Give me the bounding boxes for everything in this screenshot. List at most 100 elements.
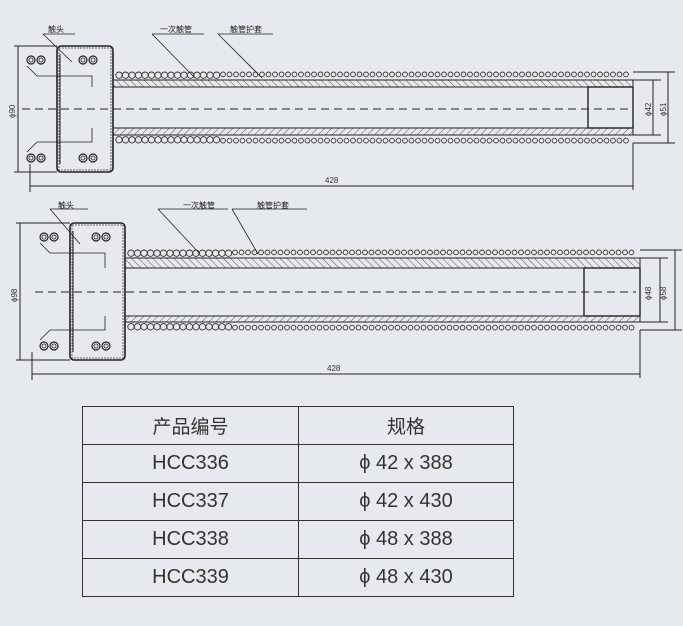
sheath-corrugation bbox=[134, 136, 143, 144]
sheath-corrugation bbox=[198, 249, 207, 257]
sheath-corrugation bbox=[298, 137, 304, 144]
sheath-corrugation bbox=[388, 249, 394, 256]
sheath-corrugation bbox=[226, 71, 233, 78]
tube-wall-top bbox=[112, 79, 634, 88]
sheath-corrugation bbox=[193, 136, 201, 144]
sheath-corrugation bbox=[233, 137, 239, 144]
sheath-corrugation bbox=[602, 249, 609, 256]
sheath-corrugation bbox=[420, 249, 427, 256]
contact-ring bbox=[80, 57, 86, 63]
spec-table: 产品编号 规格 HCC336 ϕ 42 x 388 HCC337 ϕ 42 x … bbox=[82, 406, 514, 597]
sheath-corrugation bbox=[343, 71, 350, 78]
sheath-corrugation bbox=[408, 71, 415, 78]
sheath-corrugation bbox=[590, 71, 597, 78]
sheath-corrugation bbox=[551, 71, 558, 78]
sheath-corrugation bbox=[473, 137, 480, 144]
sheath-corrugation bbox=[180, 136, 188, 144]
sheath-corrugation bbox=[563, 249, 570, 256]
sheath-corrugation bbox=[154, 71, 162, 79]
contact-ring bbox=[91, 341, 101, 351]
sheath-corrugation bbox=[205, 249, 213, 257]
sheath-corrugation bbox=[310, 324, 316, 331]
sheath-corrugation bbox=[316, 249, 323, 256]
sheath-corrugation bbox=[233, 71, 239, 78]
contact-ring bbox=[36, 55, 46, 65]
leader-line bbox=[49, 208, 81, 245]
sheath-corrugation bbox=[597, 137, 603, 144]
sheath-corrugation bbox=[304, 71, 311, 78]
sheath-corrugation bbox=[531, 324, 537, 331]
sheath-corrugation bbox=[440, 324, 446, 331]
sheath-corrugation bbox=[609, 249, 615, 256]
sheath-corrugation bbox=[466, 324, 472, 331]
sheath-corrugation bbox=[577, 137, 584, 144]
contact-ring bbox=[93, 343, 99, 349]
sheath-corrugation bbox=[394, 249, 401, 256]
sheath-corrugation bbox=[433, 249, 440, 256]
sheath-corrugation bbox=[551, 137, 558, 144]
contact-ring bbox=[91, 232, 101, 242]
sheath-corrugation bbox=[317, 137, 324, 144]
sheath-corrugation bbox=[141, 71, 149, 79]
sheath-corrugation bbox=[382, 71, 389, 78]
sheath-corrugation bbox=[389, 71, 395, 78]
sheath-corrugation bbox=[395, 71, 402, 78]
sheath-corrugation bbox=[172, 323, 181, 331]
sheath-corrugation bbox=[363, 71, 369, 78]
contact-ring bbox=[41, 343, 47, 349]
dim-inner-diameter: ϕ48 bbox=[644, 286, 653, 300]
housing-wall bbox=[71, 224, 124, 359]
sheath-corrugation bbox=[524, 324, 531, 331]
sheath-corrugation bbox=[401, 324, 407, 331]
sheath-corrugation bbox=[349, 249, 355, 256]
sheath-corrugation bbox=[388, 324, 394, 331]
sheath-corrugation bbox=[395, 137, 402, 144]
sheath-corrugation bbox=[310, 249, 316, 256]
contact-ring bbox=[26, 153, 36, 163]
sheath-corrugation bbox=[537, 324, 544, 331]
drawing-bottom: 触头 一次触管 触管护套 ϕ98 ϕ48 ϕ58 428 bbox=[10, 200, 682, 380]
sheath-corrugation bbox=[251, 324, 258, 331]
label-tube-sheath: 触管护套 bbox=[257, 200, 289, 210]
sheath-corrugation bbox=[121, 71, 130, 79]
sheath-corrugation bbox=[211, 323, 220, 331]
sheath-corrugation bbox=[127, 249, 135, 257]
sheath-corrugation bbox=[610, 71, 616, 78]
sheath-corrugation bbox=[382, 137, 389, 144]
sheath-corrugation bbox=[246, 137, 252, 144]
sheath-corrugation bbox=[264, 249, 271, 256]
sheath-corrugation bbox=[133, 249, 142, 257]
sheath-corrugation bbox=[615, 249, 622, 256]
contact-housing bbox=[69, 222, 126, 361]
leader-line bbox=[151, 33, 196, 79]
sheath-corrugation bbox=[511, 249, 518, 256]
sheath-corrugation bbox=[316, 324, 323, 331]
sheath-corrugation bbox=[239, 137, 246, 144]
tube-insert bbox=[587, 86, 634, 129]
contact-ring bbox=[49, 232, 59, 242]
table-row: HCC336 ϕ 42 x 388 bbox=[82, 444, 514, 483]
sheath-corrugation bbox=[550, 324, 557, 331]
sheath-corrugation bbox=[369, 137, 376, 144]
sheath-corrugation bbox=[297, 324, 303, 331]
leader-line bbox=[157, 208, 201, 255]
sheath-corrugation bbox=[415, 71, 421, 78]
sheath-corrugation bbox=[467, 137, 473, 144]
sheath-corrugation bbox=[603, 137, 610, 144]
sheath-corrugation bbox=[311, 71, 317, 78]
contact-ring bbox=[78, 153, 88, 163]
sheath-corrugation bbox=[596, 324, 602, 331]
sheath-corrugation bbox=[265, 137, 272, 144]
sheath-corrugation bbox=[259, 137, 265, 144]
sheath-corrugation bbox=[369, 71, 376, 78]
sheath-corrugation bbox=[493, 71, 499, 78]
sheath-corrugation bbox=[304, 137, 311, 144]
sheath-corrugation bbox=[557, 324, 563, 331]
sheath-corrugation bbox=[245, 249, 251, 256]
sheath-corrugation bbox=[290, 324, 297, 331]
sheath-corrugation bbox=[609, 324, 615, 331]
sheath-corrugation bbox=[232, 324, 238, 331]
sheath-corrugation bbox=[218, 323, 226, 331]
contact-ring bbox=[38, 57, 44, 63]
sheath-corrugation bbox=[186, 136, 195, 144]
